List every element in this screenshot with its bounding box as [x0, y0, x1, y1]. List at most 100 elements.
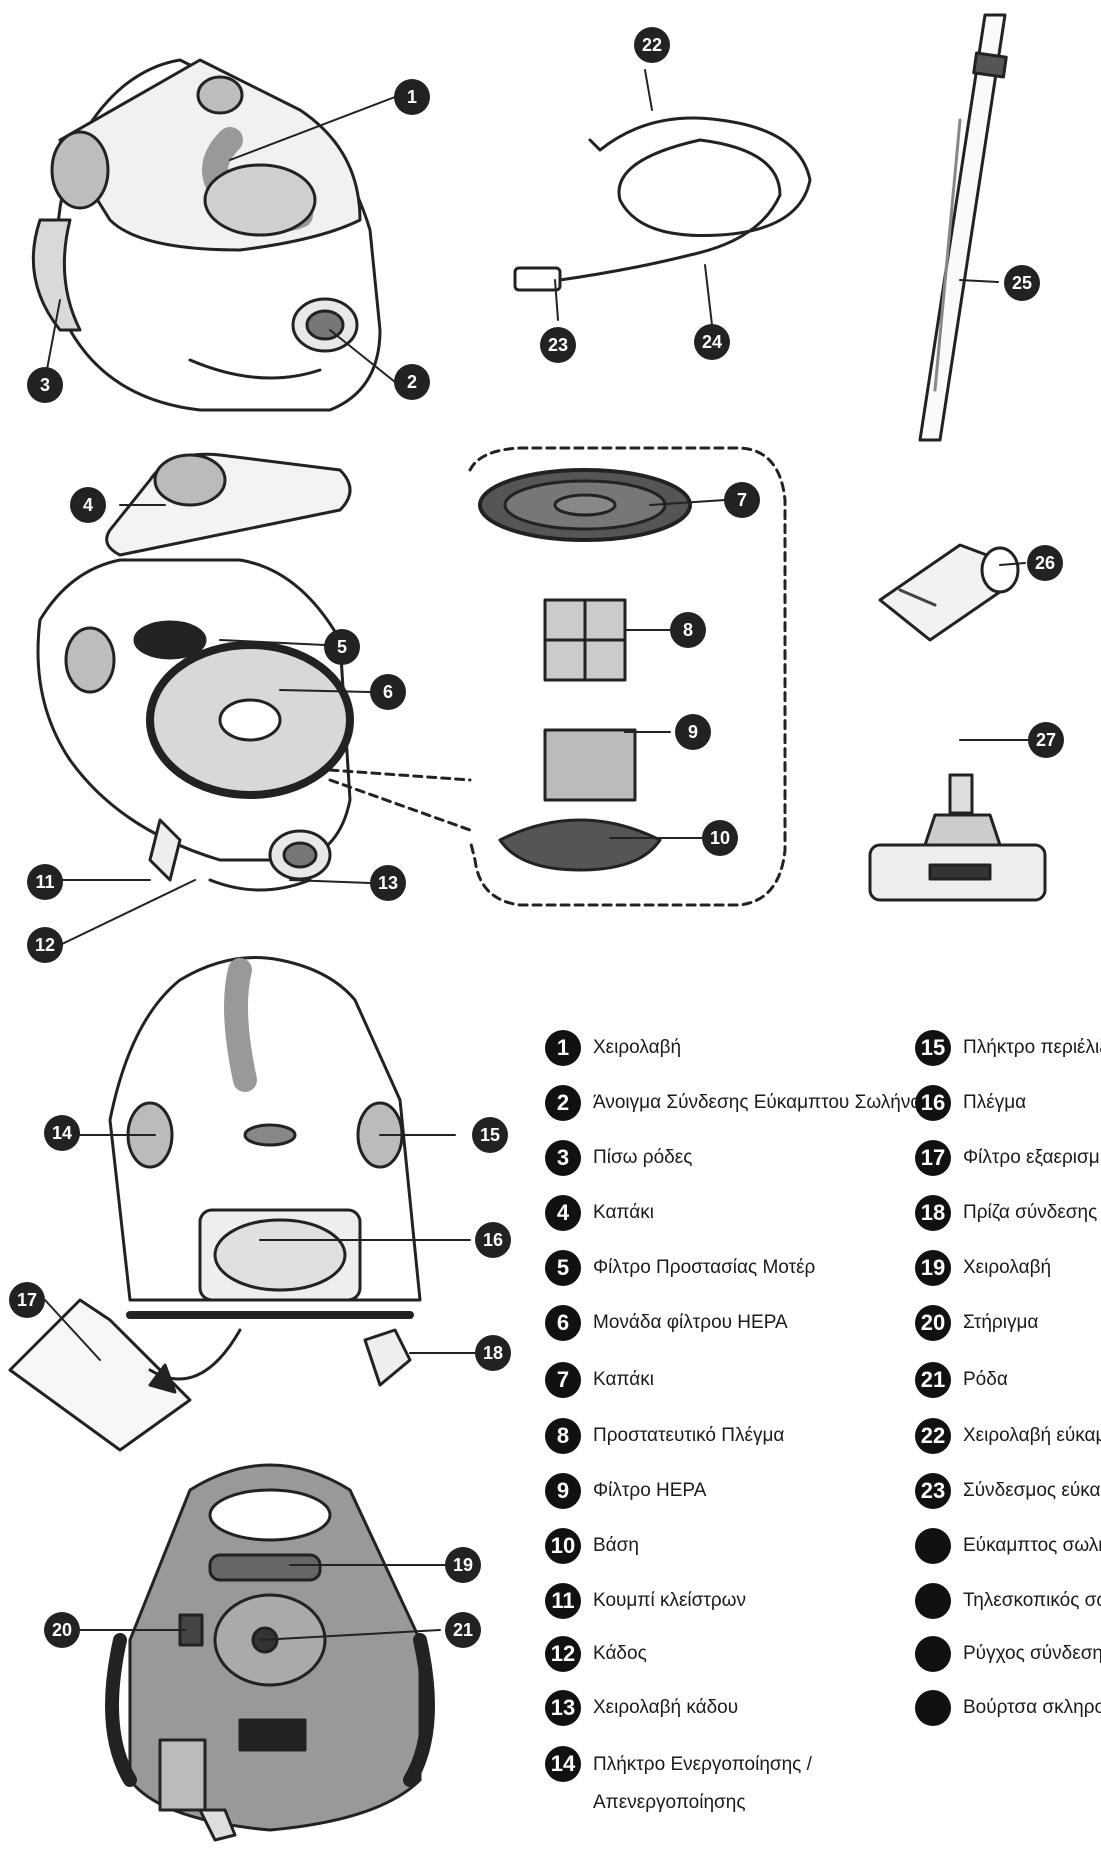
- legend-label: Τηλεσκοπικός σω: [963, 1590, 1101, 1611]
- exhaust-filter-drawing: [8, 1298, 412, 1452]
- svg-text:23: 23: [548, 335, 568, 355]
- svg-text:24: 24: [702, 332, 722, 352]
- legend-item: Βούρτσα σκληρο: [915, 1690, 1101, 1726]
- legend-label: Εύκαμπτος σωλή: [963, 1535, 1101, 1556]
- legend-label: Χειρολαβή κάδου: [593, 1697, 739, 1718]
- legend-badge: [915, 1583, 951, 1619]
- legend-badge: 19: [915, 1250, 951, 1286]
- legend-badge: 6: [545, 1305, 581, 1341]
- legend-label: Στήριγμα: [963, 1312, 1039, 1333]
- svg-text:20: 20: [52, 1620, 72, 1640]
- legend-badge: 1: [545, 1030, 581, 1066]
- legend-item: 15 Πλήκτρο περιέλιξ: [915, 1030, 1101, 1066]
- callout-1: 1: [394, 79, 430, 115]
- legend-badge: 10: [545, 1528, 581, 1564]
- legend-item: 22 Χειρολαβή εύκαμ: [915, 1418, 1101, 1454]
- legend-label: Σύνδεσμος εύκαμ: [963, 1480, 1101, 1501]
- svg-text:8: 8: [683, 620, 693, 640]
- callout-26: 26: [1027, 545, 1063, 581]
- crevice-brush-drawing: [878, 543, 1020, 642]
- callout-24: 24: [694, 324, 730, 360]
- svg-text:16: 16: [483, 1230, 503, 1250]
- callout-15: 15: [472, 1117, 508, 1153]
- vacuum-rear-drawing: [108, 956, 422, 1319]
- callout-10: 10: [702, 820, 738, 856]
- callout-11: 11: [27, 864, 63, 900]
- callout-6: 6: [370, 674, 406, 710]
- svg-text:9: 9: [688, 722, 698, 742]
- svg-text:27: 27: [1036, 730, 1056, 750]
- svg-text:2: 2: [407, 372, 417, 392]
- callout-2: 2: [394, 364, 430, 400]
- legend-item: 10 Βάση: [545, 1528, 639, 1564]
- legend-item: 23 Σύνδεσμος εύκαμ: [915, 1473, 1101, 1509]
- svg-text:1: 1: [407, 87, 417, 107]
- callout-25: 25: [1004, 265, 1040, 301]
- hose-drawing: [513, 116, 812, 292]
- legend-item: Εύκαμπτος σωλή: [915, 1528, 1101, 1564]
- legend-label: Άνοιγμα Σύνδεσης Εύκαμπτου Σωλήνα: [593, 1092, 922, 1113]
- legend-label: Βούρτσα σκληρο: [963, 1697, 1101, 1718]
- legend-badge: 17: [915, 1140, 951, 1176]
- callout-4: 4: [70, 487, 106, 523]
- legend-badge: 2: [545, 1085, 581, 1121]
- legend-badge: 23: [915, 1473, 951, 1509]
- callout-16: 16: [475, 1222, 511, 1258]
- callout-19: 19: [445, 1547, 481, 1583]
- legend-label: Πλέγμα: [963, 1092, 1027, 1113]
- legend-badge: 5: [545, 1250, 581, 1286]
- legend-label: Βάση: [593, 1535, 639, 1556]
- svg-text:5: 5: [337, 637, 347, 657]
- callout-22: 22: [634, 27, 670, 63]
- legend-badge: 22: [915, 1418, 951, 1454]
- callout-20: 20: [44, 1612, 80, 1648]
- callout-13: 13: [370, 865, 406, 901]
- callout-7: 7: [724, 482, 760, 518]
- legend-badge: 15: [915, 1030, 951, 1066]
- svg-text:12: 12: [35, 935, 55, 955]
- legend-label: Χειρολαβή: [963, 1257, 1052, 1278]
- legend-item: 19 Χειρολαβή: [915, 1250, 1051, 1286]
- legend-badge: 3: [545, 1140, 581, 1176]
- svg-text:4: 4: [83, 495, 93, 515]
- vacuum-top-drawing: [31, 58, 382, 412]
- legend-badge: 7: [545, 1362, 581, 1398]
- legend-label: Φίλτρο HEPA: [593, 1480, 707, 1501]
- callout-9: 9: [675, 714, 711, 750]
- vacuum-open-drawing: [36, 452, 354, 892]
- svg-text:11: 11: [35, 872, 54, 892]
- legend-badge: 9: [545, 1473, 581, 1509]
- telescopic-tube-drawing: [918, 13, 1008, 442]
- svg-text:22: 22: [642, 35, 662, 55]
- callout-8: 8: [670, 612, 706, 648]
- svg-text:14: 14: [52, 1123, 72, 1143]
- legend-label: Ρύγχος σύνδεσης: [963, 1643, 1101, 1664]
- legend-badge: [915, 1528, 951, 1564]
- callout-18: 18: [475, 1335, 511, 1371]
- legend-item: Ρύγχος σύνδεσης: [915, 1636, 1101, 1672]
- legend-label: Πλήκτρο περιέλιξ: [963, 1037, 1101, 1058]
- svg-text:25: 25: [1012, 273, 1032, 293]
- legend-label: Χειρολαβή εύκαμ: [963, 1425, 1101, 1446]
- svg-text:18: 18: [483, 1343, 503, 1363]
- callout-23: 23: [540, 327, 576, 363]
- legend-badge: [915, 1636, 951, 1672]
- legend-label: Μονάδα φίλτρου HEPA: [593, 1312, 788, 1333]
- svg-text:6: 6: [383, 682, 393, 702]
- legend-badge: 4: [545, 1195, 581, 1231]
- legend-label: Κάδος: [593, 1643, 647, 1664]
- legend-label: Καπάκι: [593, 1202, 654, 1223]
- legend-label: Πίσω ρόδες: [593, 1147, 693, 1168]
- svg-text:19: 19: [453, 1555, 473, 1575]
- legend-badge: 11: [545, 1583, 581, 1619]
- legend-label: Καπάκι: [593, 1369, 654, 1390]
- svg-text:15: 15: [480, 1125, 500, 1145]
